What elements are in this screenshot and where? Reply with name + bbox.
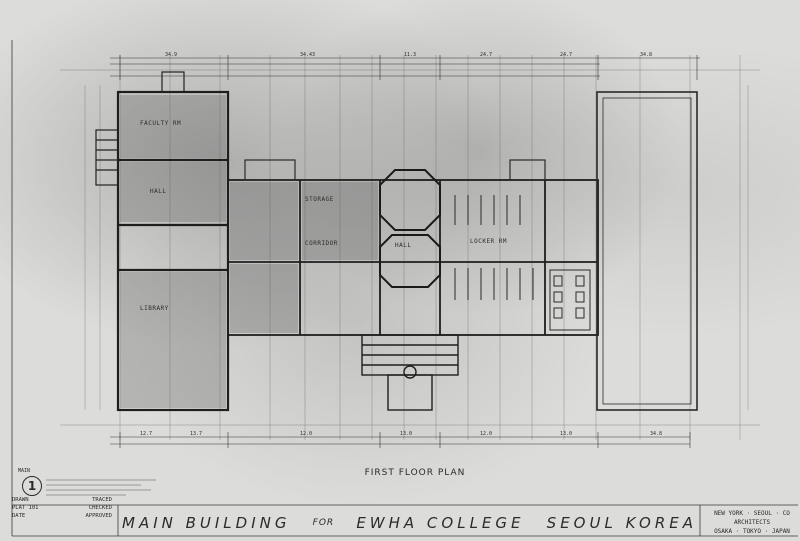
plan-title: FIRST FLOOR PLAN bbox=[364, 468, 466, 478]
architect-block: NEW YORK · SEOUL · CO ARCHITECTS OSAKA ·… bbox=[706, 509, 798, 536]
sheet-info-right: TRACED bbox=[92, 497, 112, 503]
dim-top-4: 24.7 bbox=[480, 52, 492, 58]
left-stair bbox=[95, 71, 185, 186]
dim-top-3: 11.3 bbox=[404, 52, 416, 58]
room-label-library: LIBRARY bbox=[140, 305, 169, 312]
architect-line-1: NEW YORK · SEOUL · CO bbox=[714, 510, 790, 517]
dim-bottom-3: 12.0 bbox=[300, 431, 312, 437]
sheet-info-left: DATE bbox=[12, 513, 26, 519]
dim-top-5: 24.7 bbox=[560, 52, 572, 58]
title-strip: MAIN BUILDING FOR EWHA COLLEGE SEOUL KOR… bbox=[122, 510, 697, 536]
dim-bottom-6: 13.0 bbox=[560, 431, 572, 437]
bottom-dimension-lines bbox=[110, 436, 690, 445]
grid-lines bbox=[60, 55, 760, 440]
sheet-info-row: PLAT 101 CHECKED bbox=[12, 504, 112, 512]
sheet-info-right: CHECKED bbox=[88, 505, 112, 511]
top-dimension-lines bbox=[110, 57, 700, 77]
left-wing-fill bbox=[120, 95, 226, 408]
sheet-border bbox=[11, 40, 798, 537]
dim-bottom-1: 12.7 bbox=[140, 431, 152, 437]
room-label-hall-left: HALL bbox=[150, 188, 167, 195]
sheet-info-row: DATE APPROVED bbox=[12, 512, 112, 520]
dim-bottom-4: 13.0 bbox=[400, 431, 412, 437]
sheet-info-block: DRAWN TRACED PLAT 101 CHECKED DATE APPRO… bbox=[12, 496, 112, 520]
notes-lines-graphic bbox=[46, 479, 156, 496]
title-location: SEOUL KOREA bbox=[546, 514, 697, 532]
sheet-number-badge: 1 bbox=[22, 476, 42, 496]
dim-top-6: 34.8 bbox=[640, 52, 652, 58]
dim-bottom-2: 13.7 bbox=[190, 431, 202, 437]
architect-line-3: OSAKA · TOKYO · JAPAN bbox=[714, 528, 790, 535]
bottom-dimension-texts: 12.7 13.7 12.0 13.0 12.0 13.0 34.8 bbox=[140, 431, 662, 437]
toilet-block bbox=[549, 269, 591, 331]
title-for: FOR bbox=[312, 518, 335, 528]
top-dimension-texts: 34.9 34.43 11.3 24.7 24.7 34.8 bbox=[165, 52, 652, 58]
room-label-corridor: CORRIDOR bbox=[305, 240, 338, 247]
sheet-info-left: PLAT 101 bbox=[12, 505, 39, 511]
entrance-portico bbox=[361, 334, 459, 411]
title-college: EWHA COLLEGE bbox=[356, 514, 525, 532]
dim-top-1: 34.9 bbox=[165, 52, 177, 58]
room-label-locker: LOCKER RM bbox=[470, 238, 508, 245]
dimension-ticks bbox=[119, 55, 698, 448]
dim-bottom-7: 34.8 bbox=[650, 431, 662, 437]
room-label-faculty: FACULTY RM bbox=[140, 120, 182, 127]
right-wing bbox=[596, 91, 698, 411]
locker-fixtures bbox=[454, 195, 534, 300]
sheet-info-row: DRAWN TRACED bbox=[12, 496, 112, 504]
architect-line-2: ARCHITECTS bbox=[733, 519, 771, 526]
dim-bottom-5: 12.0 bbox=[480, 431, 492, 437]
dim-top-2: 34.43 bbox=[300, 52, 315, 58]
sheet-badge-label: MAIN bbox=[18, 468, 31, 474]
upper-vestibule bbox=[244, 159, 546, 181]
room-label-storage: STORAGE bbox=[305, 196, 334, 203]
entrance-octagon bbox=[379, 169, 441, 288]
title-main-building: MAIN BUILDING bbox=[122, 514, 291, 532]
sheet-info-right: APPROVED bbox=[85, 513, 113, 519]
room-label-hall-center: HALL bbox=[395, 242, 412, 249]
central-fill bbox=[230, 182, 378, 333]
sheet-info-left: DRAWN bbox=[12, 497, 29, 503]
